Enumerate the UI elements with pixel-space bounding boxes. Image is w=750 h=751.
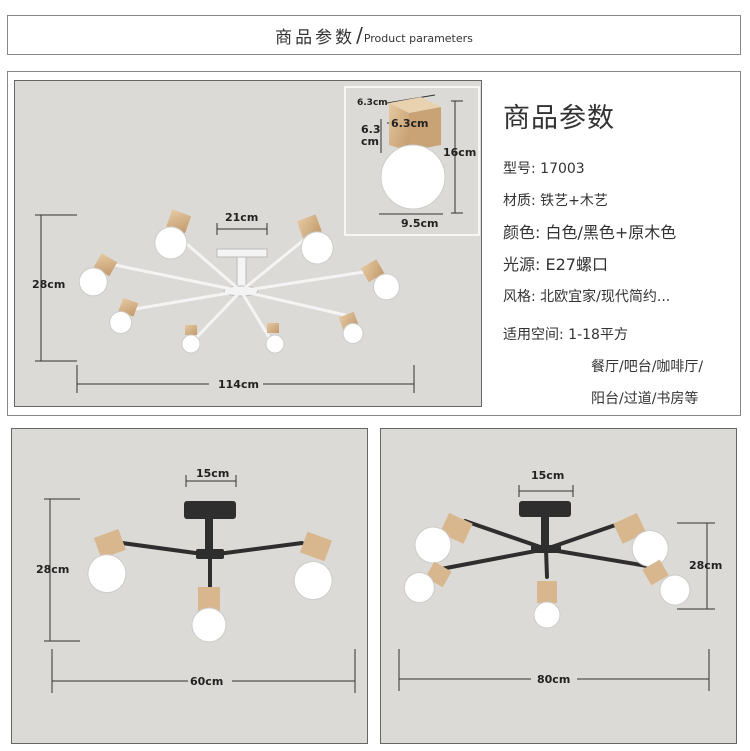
spec-space-line3: 阳台/过道/书房等 [591, 391, 699, 407]
spec-space-line2: 餐厅/吧台/咖啡厅/ [591, 359, 704, 375]
canopy-label: 15cm [196, 467, 229, 480]
spec-space: 适用空间: 1-18平方 [503, 327, 628, 343]
spec-light-source: 光源: E27螺口 [503, 255, 608, 274]
inset-face-label: 6.3cm [391, 117, 428, 130]
header-title-zh: 商品参数 [275, 27, 356, 48]
lamp-head [338, 311, 364, 344]
section-header: 商品参数 / Product parameters [7, 15, 741, 55]
inset-bulb-label: 9.5cm [401, 217, 438, 230]
lamp-head [78, 253, 118, 297]
lamp-head-inset [344, 86, 480, 236]
five-head-panel: 15cm 28cm 80cm [380, 428, 737, 744]
spec-title: 商品参数 [503, 103, 615, 134]
height-label: 28cm [32, 278, 65, 291]
spec-material: 材质: 铁艺+木艺 [503, 193, 608, 209]
spec-color: 颜色: 白色/黑色+原木色 [503, 223, 677, 242]
lamp-head [360, 259, 400, 301]
canopy-dimension [216, 223, 268, 235]
inset-height-label: 16cm [443, 146, 476, 159]
width-label: 60cm [190, 675, 223, 688]
inset-top-label: 6.3cm [357, 98, 388, 108]
lamp-head [181, 325, 201, 354]
lamp-head [154, 209, 192, 260]
spec-style: 风格: 北欧宜家/现代简约... [503, 289, 671, 305]
inset-side-label-2: cm [361, 135, 379, 148]
lamp-head [265, 323, 285, 354]
lamp-head [109, 297, 139, 335]
width-label: 114cm [218, 378, 259, 391]
height-dimension [35, 214, 77, 362]
header-title-en: Product parameters [363, 31, 473, 45]
inset-side-label-1: 6.3 [361, 123, 381, 136]
main-product-panel: 28cm 114cm 21cm 6.3cm 6.3 cm 6.3cm 16cm … [14, 80, 482, 407]
width-dimension [76, 365, 415, 393]
height-label: 28cm [36, 563, 69, 576]
spec-list: 商品参数 型号: 17003 材质: 铁艺+木艺 颜色: 白色/黑色+原木色 光… [503, 96, 739, 415]
three-head-chandelier-drawing: 15cm 28cm 60cm [36, 467, 356, 693]
header-separator: / [356, 23, 363, 47]
width-label: 80cm [537, 673, 570, 686]
spec-model: 型号: 17003 [503, 161, 585, 177]
top-section-frame [7, 71, 741, 416]
white-chandelier-drawing: 28cm 114cm 21cm 6.3cm 6.3 cm 6.3cm 16cm … [32, 86, 480, 393]
five-head-chandelier-drawing: 15cm 28cm 80cm [398, 469, 722, 691]
lamp-head [296, 214, 334, 265]
three-head-panel: 15cm 28cm 60cm [11, 428, 368, 744]
canopy-label: 15cm [531, 469, 564, 482]
height-label: 28cm [689, 559, 722, 572]
canopy-label: 21cm [225, 211, 258, 224]
